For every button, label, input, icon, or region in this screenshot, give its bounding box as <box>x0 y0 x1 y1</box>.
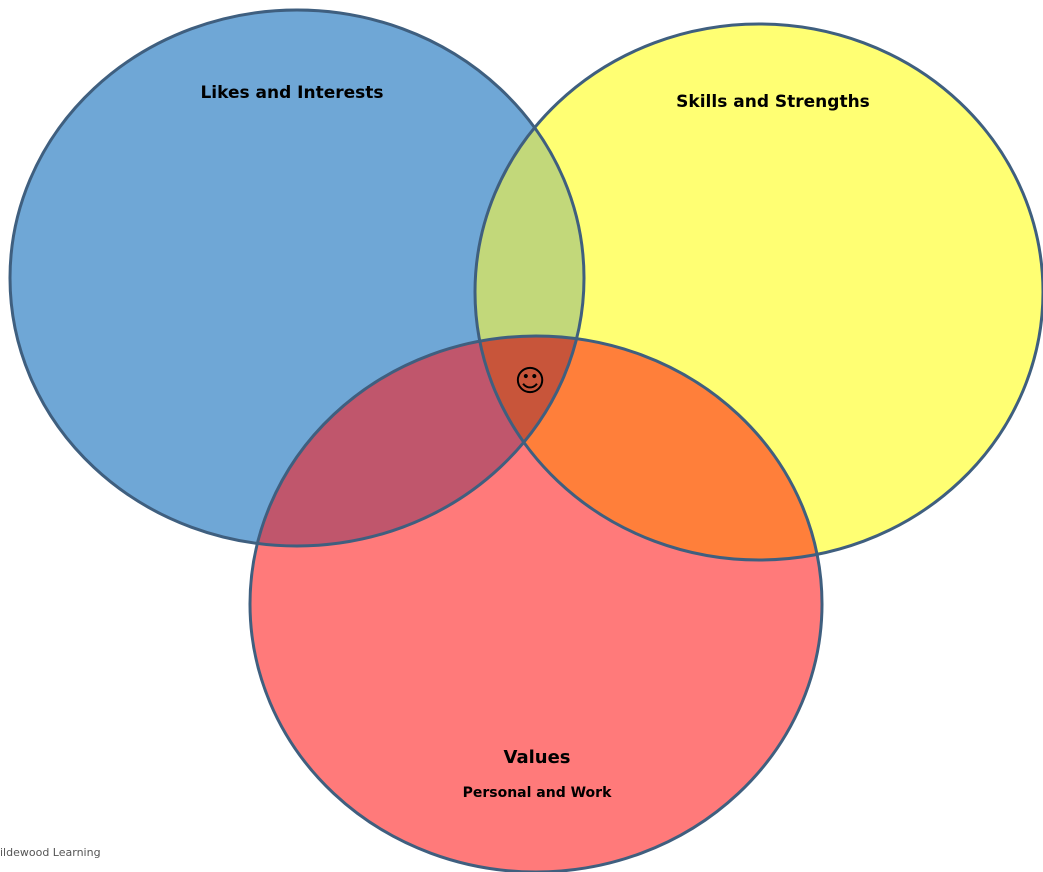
values-circle-outline <box>248 334 824 872</box>
skills-values-overlap <box>475 336 822 560</box>
values-label: Values <box>504 747 571 768</box>
likes-label: Likes and Interests <box>200 83 383 103</box>
skills-label: Skills and Strengths <box>676 92 870 112</box>
likes-circle-outline <box>8 8 586 548</box>
values-sublabel: Personal and Work <box>463 785 612 801</box>
likes-values-overlap <box>250 336 584 546</box>
skills-circle-outline <box>473 22 1043 562</box>
credit-text: ildewood Learning <box>0 846 101 859</box>
smiley-face-icon: ☺ <box>514 364 545 399</box>
